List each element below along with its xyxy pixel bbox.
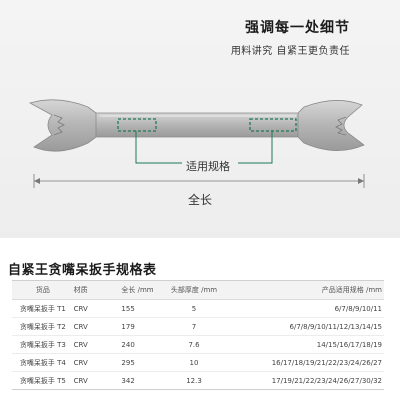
sizes-cell: 6/7/8/9/10/11/12/13/14/15 [289, 322, 382, 331]
product-cell: 贪嘴呆扳手 T2 [19, 322, 66, 331]
thickness-cell: 5 [191, 304, 197, 313]
table-row: 贪嘴呆扳手 T1 CRV 155 5 6/7/8/9/10/11 [12, 300, 384, 318]
header-thickness: 头部厚度 /mm [170, 286, 218, 294]
table-title: 自紧王贪嘴呆扳手规格表 [8, 263, 157, 278]
table-row: 贪嘴呆扳手 T2 CRV 179 7 6/7/8/9/10/11/12/13/1… [12, 318, 384, 336]
dimension-line [33, 174, 365, 188]
sizes-cell: 16/17/18/19/21/22/23/24/26/27 [271, 358, 382, 367]
table-row: 贪嘴呆扳手 T5 CRV 342 12.3 17/19/21/22/23/24/… [12, 372, 384, 389]
subheadline: 用料讲究 自紧王更负责任 [230, 46, 350, 57]
thickness-cell: 7 [191, 322, 197, 331]
material-cell: CRV [73, 322, 88, 331]
length-cell: 155 [121, 304, 135, 313]
thickness-cell: 12.3 [186, 376, 202, 385]
callout-label: 适用规格 [186, 160, 230, 173]
wrench-image [28, 99, 365, 164]
length-cell: 295 [121, 358, 135, 367]
material-cell: CRV [73, 340, 88, 349]
sizes-cell: 6/7/8/9/10/11 [334, 304, 382, 313]
header-sizes: 产品适用规格 /mm [321, 286, 382, 294]
header-length: 全长 /mm [121, 286, 154, 294]
table-row: 贪嘴呆扳手 T3 CRV 240 7.6 14/15/16/17/18/19 [12, 336, 384, 354]
header-product: 货品 [35, 286, 50, 294]
thickness-cell: 7.6 [188, 340, 200, 349]
product-cell: 贪嘴呆扳手 T1 [19, 304, 66, 313]
header-material: 材质 [73, 286, 88, 294]
table-header: 货品 材质 全长 /mm 头部厚度 /mm 产品适用规格 /mm [12, 281, 384, 300]
material-cell: CRV [73, 358, 88, 367]
thickness-cell: 10 [189, 358, 199, 367]
product-cell: 贪嘴呆扳手 T3 [19, 340, 66, 349]
material-cell: CRV [73, 376, 88, 385]
sizes-cell: 14/15/16/17/18/19 [316, 340, 382, 349]
material-cell: CRV [73, 304, 88, 313]
product-hero: 强调每一处细节 用料讲究 自紧王更负责任 适用规格 [0, 0, 400, 238]
table-row: 贪嘴呆扳手 T4 CRV 295 10 16/17/18/19/21/22/23… [12, 354, 384, 372]
headline: 强调每一处细节 [245, 20, 350, 36]
spec-highlight-right [249, 118, 297, 132]
length-cell: 342 [121, 376, 135, 385]
product-cell: 贪嘴呆扳手 T4 [19, 358, 66, 367]
spec-table: 货品 材质 全长 /mm 头部厚度 /mm 产品适用规格 /mm 贪嘴呆扳手 T… [12, 280, 384, 390]
sizes-cell: 17/19/21/22/23/24/26/27/30/32 [271, 376, 382, 385]
product-cell: 贪嘴呆扳手 T5 [19, 376, 66, 385]
length-cell: 179 [121, 322, 135, 331]
length-label: 全长 [188, 193, 213, 207]
length-cell: 240 [121, 340, 135, 349]
